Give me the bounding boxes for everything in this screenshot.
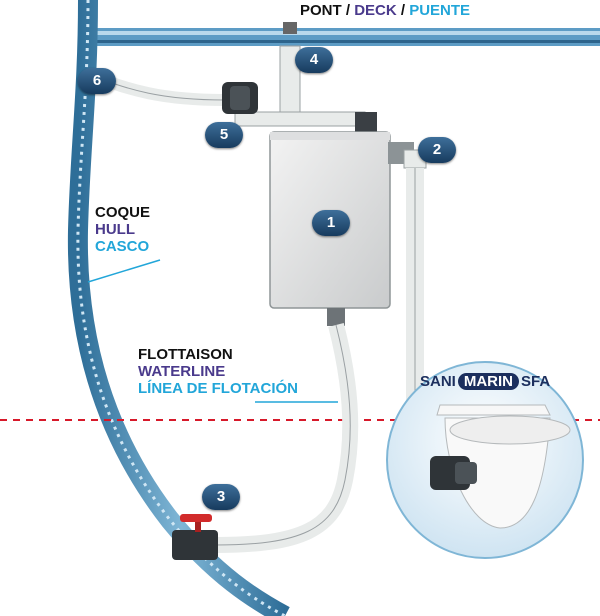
waterline-label-es: LÍNEA DE FLOTACIÓN [138,380,298,397]
waterline-label-en: WATERLINE [138,363,226,380]
badge-2: 2 [418,137,456,163]
badge-3: 3 [202,484,240,510]
tank-outlet-fitting [327,308,345,326]
deck-label: PONT / DECK / PUENTE [300,2,470,19]
brand-left: SANI [420,373,456,390]
hull-label-en: HULL [95,221,135,238]
brand-right: SFA [521,373,551,390]
badge-5: 5 [205,122,243,148]
vent-pipe [279,22,301,127]
deck-label-en: DECK [354,2,397,19]
hull-label: COQUE HULL CASCO [95,204,150,255]
badge-1: 1 [312,210,350,236]
deck-label-es: PUENTE [409,2,471,19]
waterline-label-fr: FLOTTAISON [138,346,233,363]
seacock-valve [172,514,218,560]
toilet-bubble [386,361,584,559]
hull-pointer [87,259,161,283]
deck-beam [95,28,600,46]
deck-label-fr: PONT [300,2,342,19]
hull-label-es: CASCO [95,238,150,255]
hull-label-fr: COQUE [95,204,151,221]
deck-sep-2: / [400,2,406,19]
waterline-label: FLOTTAISON WATERLINE LÍNEA DE FLOTACIÓN [138,346,298,397]
badge-6: 6 [78,68,116,94]
brand-mid: MARIN [457,373,520,390]
deck-sep-1: / [345,2,351,19]
hull-wall [67,0,290,616]
badge-4: 4 [295,47,333,73]
check-valve [222,82,258,114]
